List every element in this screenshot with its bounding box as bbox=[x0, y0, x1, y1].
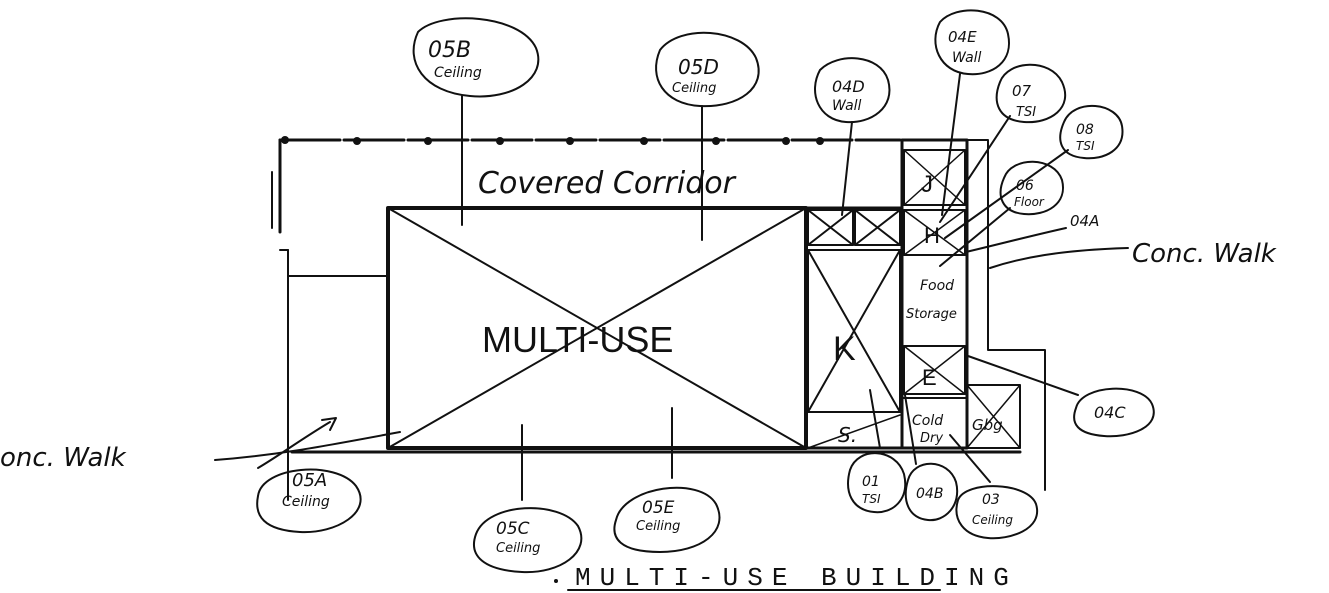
svg-text:04B: 04B bbox=[916, 486, 943, 502]
covered-corridor: Covered Corridor bbox=[271, 136, 902, 501]
svg-text:05C: 05C bbox=[496, 519, 530, 539]
svg-text:06: 06 bbox=[1016, 178, 1034, 194]
callout-04a: 04A bbox=[965, 212, 1099, 253]
storage-label-2: Storage bbox=[906, 307, 957, 322]
room-h-label: H bbox=[924, 223, 940, 248]
svg-text:01: 01 bbox=[862, 474, 880, 490]
svg-text:05A: 05A bbox=[292, 470, 327, 491]
conc-walk-right-label: Conc. Walk bbox=[1132, 239, 1277, 269]
svg-text:Wall: Wall bbox=[952, 50, 982, 66]
building-title-text: MULTI-USE BUILDING bbox=[575, 563, 1018, 593]
corridor-label: Covered Corridor bbox=[478, 166, 737, 201]
cold-label-2: Dry bbox=[920, 431, 943, 446]
callout-07: 07 TSI bbox=[939, 63, 1067, 223]
callout-04d: 04D Wall bbox=[814, 57, 891, 216]
storage-label-1: Food bbox=[920, 278, 954, 294]
svg-text:04C: 04C bbox=[1094, 403, 1126, 422]
room-j-label: J bbox=[921, 171, 933, 198]
svg-text:TSI: TSI bbox=[862, 492, 881, 506]
sample-callouts: 05B Ceiling 05D Ceiling 04D Wall 04E Wal… bbox=[256, 9, 1155, 574]
service-rooms: J H Food Storage E Cold Dry Gbg bbox=[290, 138, 1046, 491]
callout-05d: 05D Ceiling bbox=[655, 31, 760, 241]
room-k-label: K bbox=[833, 330, 856, 368]
svg-text:TSI: TSI bbox=[1016, 105, 1036, 120]
svg-text:Wall: Wall bbox=[832, 98, 862, 114]
cold-label: Cold bbox=[912, 413, 943, 429]
svg-text:Ceiling: Ceiling bbox=[636, 519, 680, 534]
multi-use-label: MULTI-USE bbox=[482, 319, 673, 360]
callout-04e: 04E Wall bbox=[934, 9, 1010, 216]
kitchen-block: K S. bbox=[804, 206, 904, 450]
callout-05a: 05A Ceiling bbox=[256, 468, 362, 534]
room-s-label: S. bbox=[838, 423, 857, 447]
conc-walk-left-label: onc. Walk bbox=[0, 443, 127, 473]
svg-text:05B: 05B bbox=[428, 38, 471, 63]
callout-04c: 04C bbox=[967, 355, 1155, 438]
svg-text:04D: 04D bbox=[832, 77, 865, 96]
callout-01: 01 TSI bbox=[847, 389, 907, 514]
svg-text:05E: 05E bbox=[642, 498, 675, 518]
svg-text:08: 08 bbox=[1076, 122, 1094, 138]
svg-text:03: 03 bbox=[982, 492, 1000, 508]
svg-text:05D: 05D bbox=[678, 55, 719, 79]
svg-text:07: 07 bbox=[1012, 82, 1032, 100]
svg-text:Ceiling: Ceiling bbox=[972, 513, 1013, 527]
callout-04b: 04B bbox=[904, 394, 959, 522]
multi-use-room: MULTI-USE bbox=[386, 206, 808, 450]
svg-text:Ceiling: Ceiling bbox=[496, 541, 540, 556]
concrete-walks: Conc. Walk onc. Walk bbox=[0, 239, 1277, 473]
room-g-label: Gbg bbox=[972, 416, 1003, 434]
svg-text:Ceiling: Ceiling bbox=[672, 81, 716, 96]
callout-06: 06 Floor bbox=[939, 160, 1064, 267]
callout-05b: 05B Ceiling bbox=[412, 17, 540, 226]
callout-03: 03 Ceiling bbox=[949, 434, 1039, 540]
building-title: MULTI-USE BUILDING bbox=[554, 563, 1018, 593]
room-e-label: E bbox=[922, 365, 937, 390]
svg-text:Ceiling: Ceiling bbox=[282, 494, 330, 510]
svg-text:Floor: Floor bbox=[1014, 195, 1045, 209]
svg-text:TSI: TSI bbox=[1076, 139, 1095, 153]
callout-05e: 05E Ceiling bbox=[613, 407, 721, 553]
svg-text:04A: 04A bbox=[1070, 212, 1099, 230]
svg-text:Ceiling: Ceiling bbox=[434, 65, 482, 81]
svg-text:04E: 04E bbox=[948, 28, 977, 46]
callout-05c: 05C Ceiling bbox=[473, 424, 583, 574]
